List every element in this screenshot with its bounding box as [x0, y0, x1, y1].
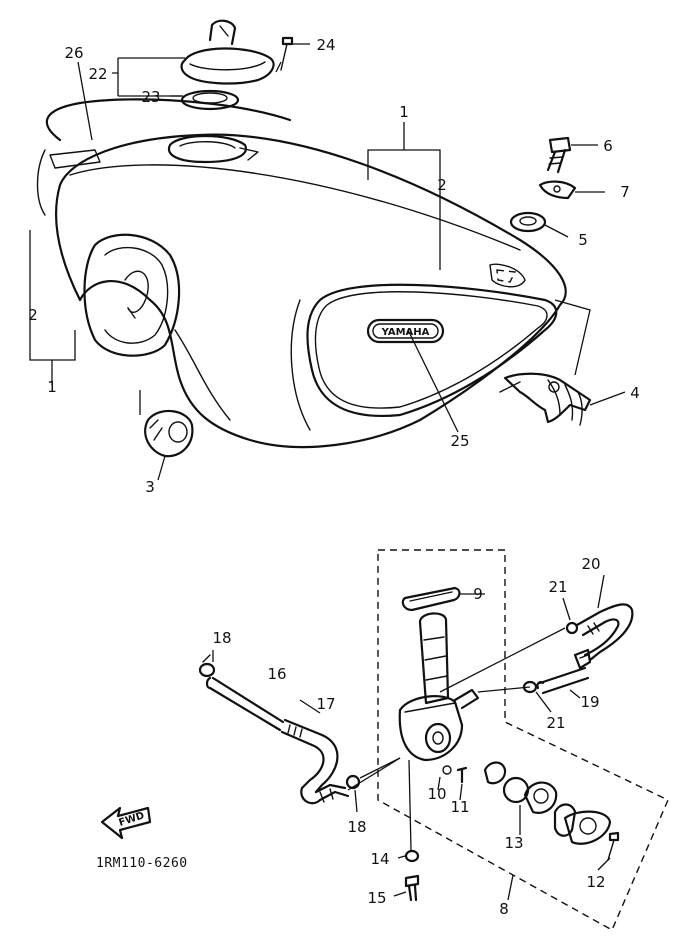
label-16: 16 [267, 665, 286, 683]
part-labels: 1 2 2 1 3 4 5 6 7 8 9 10 11 12 13 14 15 … [28, 36, 640, 918]
label-15: 15 [367, 889, 386, 907]
label-3: 3 [145, 478, 155, 496]
label-10: 10 [427, 785, 446, 803]
filler-cap-assembly [180, 19, 294, 111]
label-11: 11 [450, 798, 469, 816]
label-7: 7 [620, 183, 630, 201]
fwd-arrow-icon: FWD [100, 806, 152, 840]
drawing-code: 1RM110-6260 [96, 856, 188, 871]
fuel-cock-assembly [377, 549, 669, 931]
label-4: 4 [630, 384, 640, 402]
grouping-brackets [29, 122, 441, 385]
label-23: 23 [141, 88, 160, 106]
label-2-left: 2 [28, 306, 38, 324]
label-1-top: 1 [399, 103, 409, 121]
tank-mount-hardware [509, 136, 577, 233]
label-20: 20 [581, 555, 600, 573]
fuel-tank: YAMAHA [36, 98, 592, 449]
label-22: 22 [88, 65, 107, 83]
fuel-hoses [198, 574, 634, 813]
label-13: 13 [504, 834, 523, 852]
rubber-damper-3 [144, 409, 194, 458]
label-26: 26 [64, 44, 83, 62]
label-6: 6 [603, 137, 613, 155]
label-2-top: 2 [437, 176, 447, 194]
label-18-bottom: 18 [347, 818, 366, 836]
emblem-text: YAMAHA [381, 327, 430, 338]
label-19: 19 [580, 693, 599, 711]
label-25: 25 [450, 432, 469, 450]
label-14: 14 [370, 850, 389, 868]
label-9: 9 [473, 585, 483, 603]
label-18-top: 18 [212, 629, 231, 647]
label-5: 5 [578, 231, 588, 249]
label-12: 12 [586, 873, 605, 891]
label-21-top: 21 [548, 578, 567, 596]
label-24: 24 [316, 36, 335, 54]
label-1-left: 1 [47, 378, 57, 396]
label-8: 8 [499, 900, 509, 918]
label-21-bottom: 21 [546, 714, 565, 732]
label-17: 17 [316, 695, 335, 713]
leader-lines-top [77, 43, 626, 481]
